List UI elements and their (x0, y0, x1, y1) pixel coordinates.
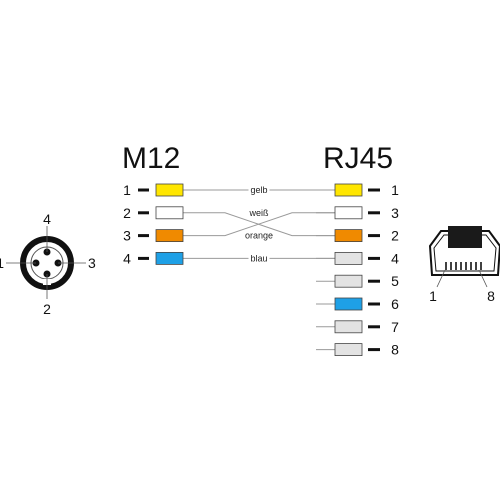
m12-row-pin-number: 2 (123, 205, 131, 221)
wire-labels: gelb weiß orange blau (242, 185, 276, 264)
m12-row-pin-number: 3 (123, 228, 131, 244)
m12-wire-color-box (155, 229, 184, 243)
rj45-title: RJ45 (323, 142, 393, 175)
m12-pin-column: 1 2 3 4 (123, 182, 184, 266)
rj45-wire-color-box (334, 183, 363, 197)
m12-row-pin-number: 1 (123, 182, 131, 198)
rj45-wire-color-box (334, 320, 363, 334)
rj45-row-pin-number: 3 (391, 205, 399, 221)
m12-connector-face: 4 1 3 2 (0, 211, 96, 317)
wire-label-backing (248, 185, 270, 195)
m12-pin-label-1: 1 (0, 255, 4, 271)
wire-color-label: orange (245, 231, 273, 241)
rj45-connector-face: 1 8 (428, 226, 500, 304)
rj45-row-pin-number: 1 (391, 182, 399, 198)
wire-label-backing (242, 230, 276, 241)
rj45-wire-color-box (334, 251, 363, 265)
rj45-pin-label-1: 1 (429, 288, 437, 304)
rj45-row-pin-number: 2 (391, 228, 399, 244)
wires-layer (183, 189, 335, 259)
rj45-row-pin-number: 6 (391, 296, 399, 312)
m12-row-pin-number: 4 (123, 250, 131, 266)
m12-pin-label-4: 4 (43, 211, 51, 227)
rj45-contacts (445, 262, 482, 270)
rj45-latch (448, 226, 482, 248)
wire-label-backing (246, 207, 271, 218)
rj45-row-pin-number: 8 (391, 342, 399, 358)
m12-pin-label-3: 3 (88, 255, 96, 271)
rj45-pin-label-8: 8 (487, 288, 495, 304)
rj45-wire-color-box (334, 343, 363, 357)
wire-line (183, 212, 335, 237)
rj45-wire-color-box (334, 274, 363, 288)
rj45-leader-8 (478, 269, 488, 288)
m12-wire-color-box (155, 206, 184, 220)
rj45-row-pin-number: 7 (391, 319, 399, 335)
rj45-pin-column: 1 3 2 4 5 6 7 8 (316, 182, 399, 358)
m12-pin-label-2: 2 (43, 301, 51, 317)
wire-label-backing (248, 253, 270, 264)
m12-wire-color-box (155, 183, 184, 197)
rj45-row-pin-number: 4 (391, 250, 399, 266)
rj45-wire-color-box (334, 229, 363, 243)
wire-color-label: weiß (248, 208, 269, 218)
m12-title: M12 (122, 142, 180, 175)
rj45-wire-color-box (334, 206, 363, 220)
m12-wire-color-box (155, 251, 184, 265)
rj45-wire-color-box (334, 297, 363, 311)
rj45-row-pin-number: 5 (391, 273, 399, 289)
wire-color-label: blau (250, 253, 267, 263)
wire-color-label: gelb (250, 185, 267, 195)
rj45-leader-1 (436, 269, 446, 288)
